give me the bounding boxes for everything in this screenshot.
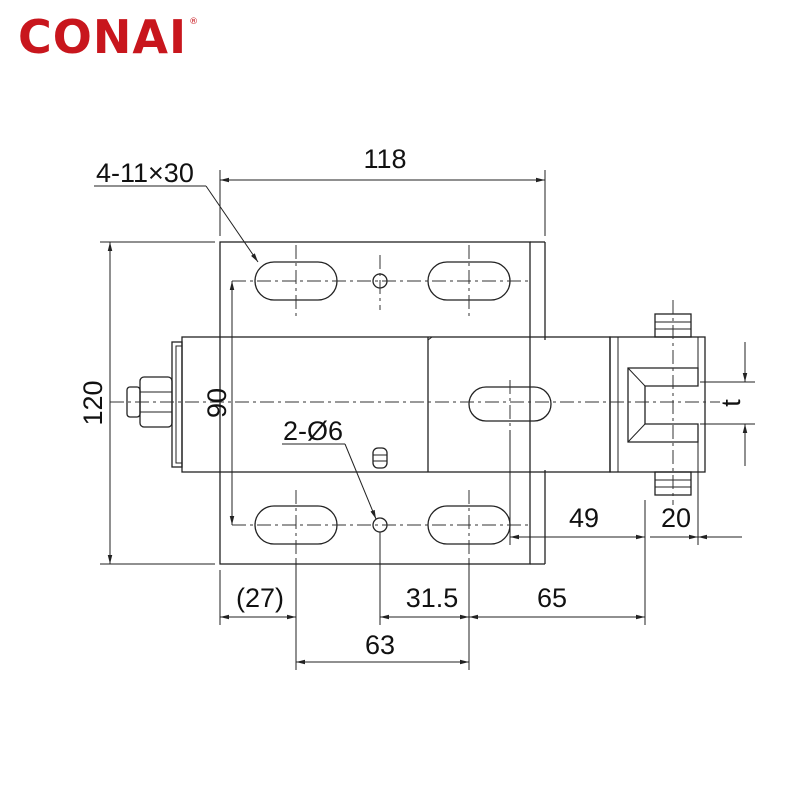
dim-31-5-label: 31.5 xyxy=(406,583,459,613)
dim-63-label: 63 xyxy=(365,630,395,660)
registered-mark: ® xyxy=(189,17,200,27)
centerlines xyxy=(110,245,720,560)
brand-logo: CONAI® xyxy=(18,14,199,60)
dimension-90: 90 xyxy=(202,281,235,525)
dimension-118: 118 xyxy=(219,144,546,236)
dim-49-label: 49 xyxy=(569,503,599,533)
holes-label: 2-Ø6 xyxy=(283,416,343,446)
dimension-20: 20 xyxy=(650,442,742,545)
bottom-dimensions: (27) 31.5 65 63 xyxy=(219,500,646,670)
dim-20-label: 20 xyxy=(661,503,691,533)
dim-90-label: 90 xyxy=(202,388,232,418)
load-cell-body xyxy=(171,336,611,473)
dimension-t: t xyxy=(700,342,755,466)
leader-slots: 4-11×30 xyxy=(94,158,259,263)
dim-t-label: t xyxy=(716,399,746,407)
leader-holes: 2-Ø6 xyxy=(282,416,377,520)
slots-label: 4-11×30 xyxy=(96,158,194,188)
dim-118-label: 118 xyxy=(363,144,406,174)
dim-65-label: 65 xyxy=(537,583,567,613)
clevis-fork xyxy=(609,313,706,496)
brand-name: CONAI xyxy=(18,10,188,64)
mounting-slots xyxy=(254,261,552,545)
dimension-49: 49 xyxy=(509,430,645,545)
dim-120-label: 120 xyxy=(78,380,108,425)
mounting-plate xyxy=(219,241,546,565)
dim-27-label: (27) xyxy=(236,583,284,613)
dimension-120: 120 xyxy=(78,241,215,565)
small-holes xyxy=(372,273,388,533)
grease-nipple xyxy=(372,447,388,469)
